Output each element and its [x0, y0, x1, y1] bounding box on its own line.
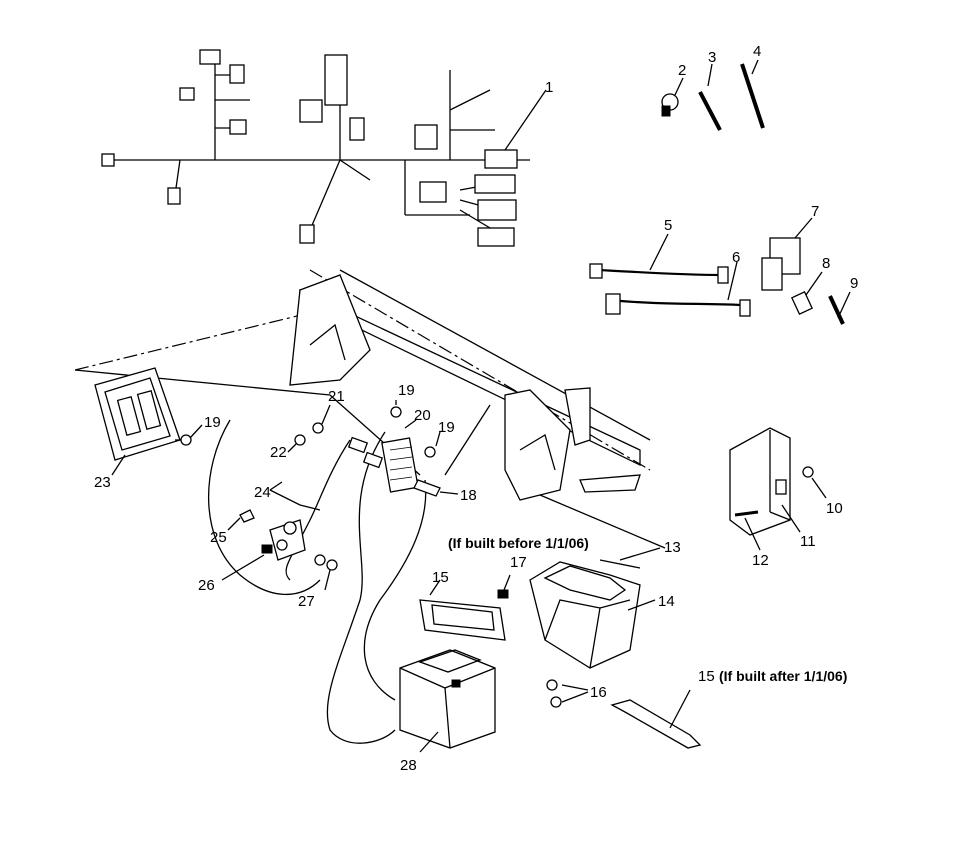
- note-built-before: (If built before 1/1/06): [448, 535, 589, 551]
- bracket-15-before: [419, 579, 506, 641]
- battery-cables: [208, 419, 427, 744]
- callout-26: 26: [198, 577, 215, 594]
- frame: [74, 269, 666, 569]
- callout-15-after: 15: [698, 668, 715, 685]
- callout-18: 18: [460, 487, 477, 504]
- ecu-11: [729, 427, 827, 551]
- wiring-harness: [101, 49, 547, 247]
- bracket-15-after: [610, 689, 702, 749]
- terminal-block-20: [287, 400, 459, 497]
- callout-16: 16: [590, 684, 607, 701]
- callout-25: 25: [210, 529, 227, 546]
- callout-labels: 1 2 3 4 5 6 7 8 9 10 11 12 13 14 15 16 1…: [94, 43, 858, 774]
- callout-11: 11: [800, 533, 816, 550]
- callout-22: 22: [270, 444, 287, 461]
- callout-3: 3: [708, 49, 716, 66]
- callout-2: 2: [678, 62, 686, 79]
- battery-28: [399, 649, 496, 753]
- note-built-after: (If built after 1/1/06): [719, 668, 847, 684]
- callout-19-b: 19: [438, 419, 455, 436]
- callout-6: 6: [732, 249, 740, 266]
- solenoid-26: [221, 509, 338, 591]
- callout-8: 8: [822, 255, 830, 272]
- part-23-tray: [94, 367, 203, 476]
- callout-9: 9: [850, 275, 858, 292]
- callout-23: 23: [94, 474, 111, 491]
- callout-19-c: 19: [204, 414, 221, 431]
- callout-15-before: 15: [432, 569, 449, 586]
- callout-27: 27: [298, 593, 315, 610]
- callout-13: 13: [664, 539, 681, 556]
- callout-5: 5: [664, 217, 672, 234]
- callout-14: 14: [658, 593, 675, 610]
- callout-28: 28: [400, 757, 417, 774]
- callout-12: 12: [752, 552, 769, 569]
- parts-5-to-9: [589, 217, 851, 325]
- callout-7: 7: [811, 203, 819, 220]
- callout-10: 10: [826, 500, 843, 517]
- battery-box-14: [497, 547, 661, 708]
- callout-19-a: 19: [398, 382, 415, 399]
- callout-24: 24: [254, 484, 271, 501]
- callout-4: 4: [753, 43, 761, 60]
- callout-21: 21: [328, 388, 345, 405]
- callout-17: 17: [510, 554, 527, 571]
- callout-20: 20: [414, 407, 431, 424]
- parts-2-3-4: [661, 59, 765, 131]
- callout-1: 1: [545, 79, 553, 96]
